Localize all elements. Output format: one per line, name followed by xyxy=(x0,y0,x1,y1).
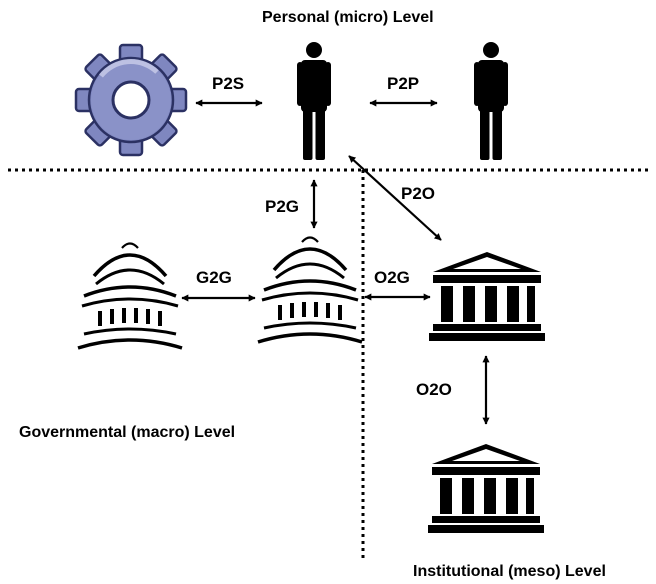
p2s-label: P2S xyxy=(212,74,245,93)
p2g-label: P2G xyxy=(265,197,300,216)
p2p-label: P2P xyxy=(387,74,420,93)
person-icon xyxy=(297,42,331,160)
g2g-label: G2G xyxy=(196,268,232,287)
o2g-label: O2G xyxy=(374,268,410,287)
capitol-dome-icon xyxy=(76,241,184,350)
governmental-level-title: Governmental (macro) Level xyxy=(19,424,236,441)
gear-icon xyxy=(74,43,188,157)
p2o-arrow xyxy=(348,155,442,241)
p2o-label: P2O xyxy=(401,184,436,203)
institution-building-icon xyxy=(429,252,545,341)
institution-building-icon xyxy=(428,444,544,533)
person-icon xyxy=(474,42,508,160)
institutional-level-title: Institutional (meso) Level xyxy=(413,563,606,580)
o2o-label: O2O xyxy=(416,380,452,399)
personal-level-title: Personal (micro) Level xyxy=(262,9,434,26)
capitol-dome-icon xyxy=(256,235,364,344)
